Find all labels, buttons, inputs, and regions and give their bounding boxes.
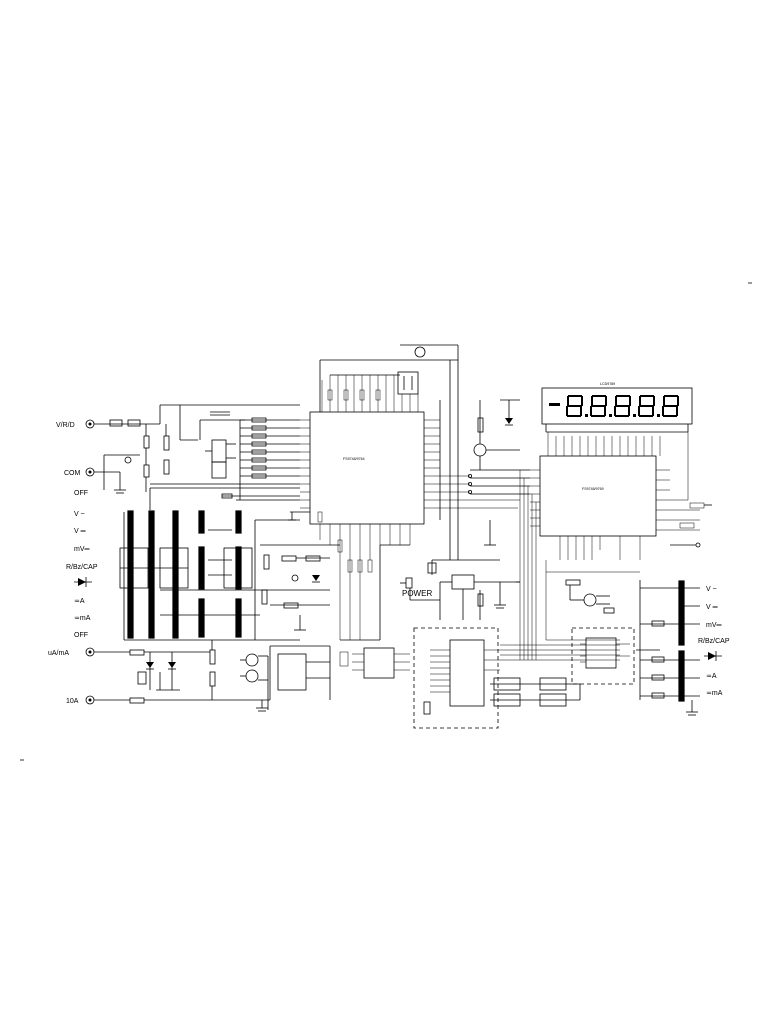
u1-left-pins — [300, 419, 310, 509]
dashed-module-right — [571, 627, 635, 685]
transistor-q3 — [470, 399, 530, 546]
terminal-uama-label: uA/mA — [48, 650, 69, 657]
diode-icon — [74, 577, 92, 587]
lcd-bus — [547, 432, 689, 501]
range-a-label: ≂A — [74, 598, 85, 605]
right-rbzcap-label: R/Bz/CAP — [698, 638, 730, 645]
range-vdc-label: V ═ — [74, 528, 86, 535]
range-ma-label: ≂mA — [74, 615, 91, 622]
terminal-com-label: COM — [64, 470, 81, 477]
dashed-module-left — [413, 627, 500, 729]
push-buttons — [490, 649, 660, 707]
range-off-label: OFF — [74, 490, 88, 497]
right-diode-icon — [704, 651, 722, 661]
range-rbzcap-label: R/Bz/CAP — [66, 564, 98, 571]
right-a-label: ≂A — [706, 673, 717, 680]
u1-right-pins — [424, 345, 472, 560]
digit-1 — [566, 395, 588, 417]
power-regulator — [400, 559, 520, 620]
digit-2 — [590, 395, 612, 417]
interconnect-bus — [440, 470, 640, 661]
seven-segment-display — [541, 387, 693, 433]
current-input-circuit — [129, 640, 331, 712]
range-off2-label: OFF — [74, 632, 88, 639]
terminal-vrd-label: V/R/D — [56, 422, 75, 429]
u2-part-label: FS9748/9769 — [582, 487, 604, 491]
range-vac-label: V ~ — [74, 511, 85, 518]
right-vac-label: V ~ — [706, 586, 717, 593]
right-mv-label: mV═ — [706, 622, 722, 629]
chip-u2 — [530, 455, 712, 560]
u1-part-label: FS9748/9764 — [343, 457, 365, 461]
right-vdc-label: V ═ — [706, 604, 718, 611]
transistor-q1 — [205, 439, 236, 479]
input-terminals — [85, 419, 160, 705]
terminal-10a-label: 10A — [66, 698, 79, 705]
power-label: POWER — [402, 589, 432, 598]
rotary-switch — [119, 510, 300, 641]
resistor-ladder — [221, 417, 300, 501]
minus-segment — [549, 403, 560, 406]
switch-block — [339, 647, 410, 679]
digit-3 — [614, 395, 636, 417]
display-part-label: LCD9789 — [600, 382, 615, 386]
reference-circuit — [260, 544, 340, 631]
backlight-driver — [565, 579, 615, 614]
range-mv-label: mV═ — [74, 546, 90, 553]
u1-top-pins — [321, 375, 419, 412]
digit-4 — [638, 395, 660, 417]
digit-5 — [662, 395, 679, 417]
chip-u1 — [309, 344, 458, 525]
right-switch-bank — [639, 580, 700, 716]
right-ma-label: ≂mA — [706, 690, 723, 697]
input-protection-network — [103, 404, 300, 510]
u1-bottom-pins — [288, 511, 411, 641]
